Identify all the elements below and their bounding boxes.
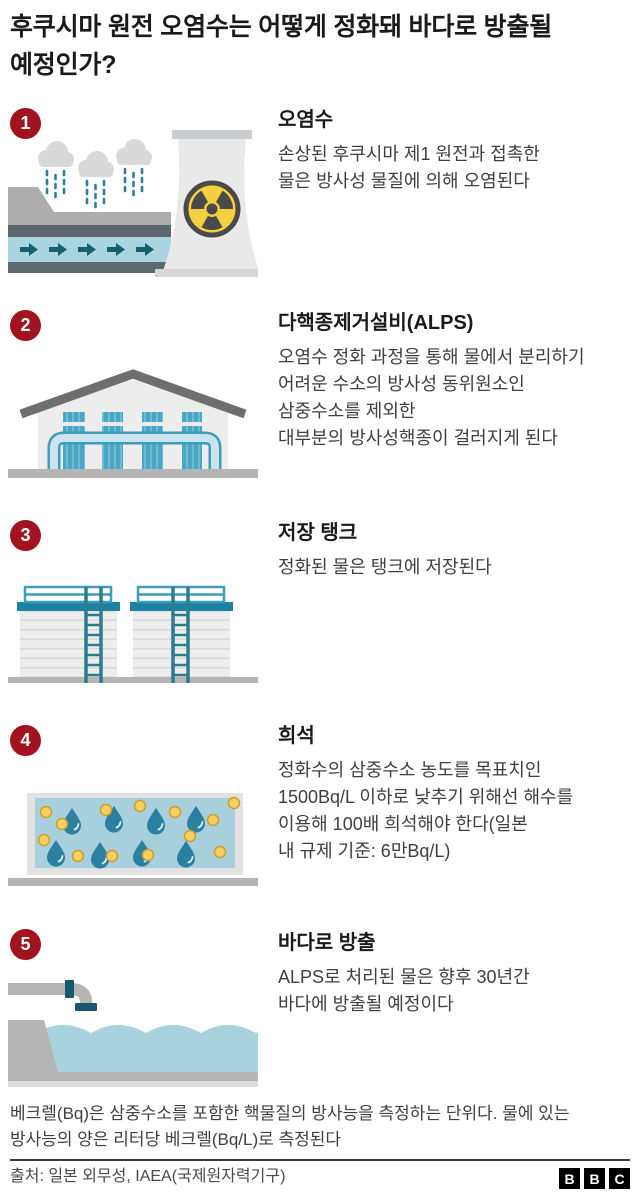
illustration-alps-facility — [8, 369, 258, 478]
tank-ladder-icon — [84, 587, 190, 683]
step-3-text: 저장 탱크 정화된 물은 탱크에 저장된다 — [278, 520, 640, 581]
step-5-badge: 5 — [10, 929, 41, 960]
step-heading: 오염수 — [278, 109, 334, 131]
step-heading: 바다로 방출 — [278, 932, 376, 954]
step-2-text: 다핵종제거설비(ALPS) 오염수 정화 과정을 통해 물에서 분리하기 어려운… — [278, 310, 640, 452]
step-body: 오염수 정화 과정을 통해 물에서 분리하기 어려운 수소의 방사성 동위원소인… — [278, 347, 585, 448]
illustration-dilution-basin — [8, 793, 258, 886]
sea-water — [8, 1020, 258, 1087]
illustration-contaminated-water — [8, 130, 258, 277]
footnote: 베크렐(Bq)은 삼중수소를 포함한 핵물질의 방사능을 측정하는 단위다. 물… — [10, 1104, 570, 1149]
step-1-text: 오염수 손상된 후쿠시마 제1 원전과 접촉한 물은 방사성 물질에 의해 오염… — [278, 107, 640, 195]
step-3-badge: 3 — [10, 520, 41, 551]
step-heading: 저장 탱크 — [278, 522, 358, 544]
footer-divider — [10, 1159, 630, 1161]
step-body: 정화된 물은 탱크에 저장된다 — [278, 557, 492, 577]
step-heading: 다핵종제거설비(ALPS) — [278, 312, 474, 334]
radiation-icon — [183, 180, 241, 238]
step-heading: 희석 — [278, 725, 315, 747]
illustration-storage-tanks — [8, 585, 258, 683]
tritium-particles-icon — [37, 796, 241, 863]
bbc-logo-letter: B — [584, 1168, 605, 1189]
bbc-logo-letter: C — [609, 1168, 630, 1189]
step-5-text: 바다로 방출 ALPS로 처리된 물은 향후 30년간 바다에 방출될 예정이다 — [278, 930, 640, 1018]
tank-railing-icon — [23, 585, 226, 604]
source-credit: 출처: 일본 외무성, IAEA(국제원자력기구) — [10, 1168, 286, 1185]
bbc-logo: B B C — [559, 1168, 630, 1189]
rain-drops-icon — [45, 167, 144, 210]
step-number: 1 — [20, 113, 31, 133]
alps-building-icon — [8, 369, 258, 478]
rain-clouds-icon — [38, 139, 152, 177]
step-number: 2 — [20, 315, 31, 335]
bbc-logo-letter: B — [559, 1168, 580, 1189]
step-number: 4 — [20, 730, 31, 750]
water-channel — [8, 187, 171, 273]
illustration-sea-discharge — [8, 980, 258, 1087]
step-body: 손상된 후쿠시마 제1 원전과 접촉한 물은 방사성 물질에 의해 오염된다 — [278, 144, 540, 191]
step-body: ALPS로 처리된 물은 향후 30년간 바다에 방출될 예정이다 — [278, 967, 530, 1014]
step-4-badge: 4 — [10, 725, 41, 756]
step-number: 3 — [20, 525, 31, 545]
discharge-pipe-icon — [8, 980, 97, 1011]
step-number: 5 — [20, 934, 31, 954]
step-body: 정화수의 삼중수소 농도를 목표치인 1500Bq/L 이하로 낮추기 위해선 … — [278, 760, 574, 861]
step-2-badge: 2 — [10, 310, 41, 341]
step-1-badge: 1 — [10, 108, 41, 139]
flow-arrows-icon — [20, 243, 154, 256]
storage-tank-icon — [17, 585, 233, 683]
step-4-text: 희석 정화수의 삼중수소 농도를 목표치인 1500Bq/L 이하로 낮추기 위… — [278, 723, 640, 865]
page-title: 후쿠시마 원전 오염수는 어떻게 정화돼 바다로 방출될 예정인가? — [10, 13, 553, 79]
